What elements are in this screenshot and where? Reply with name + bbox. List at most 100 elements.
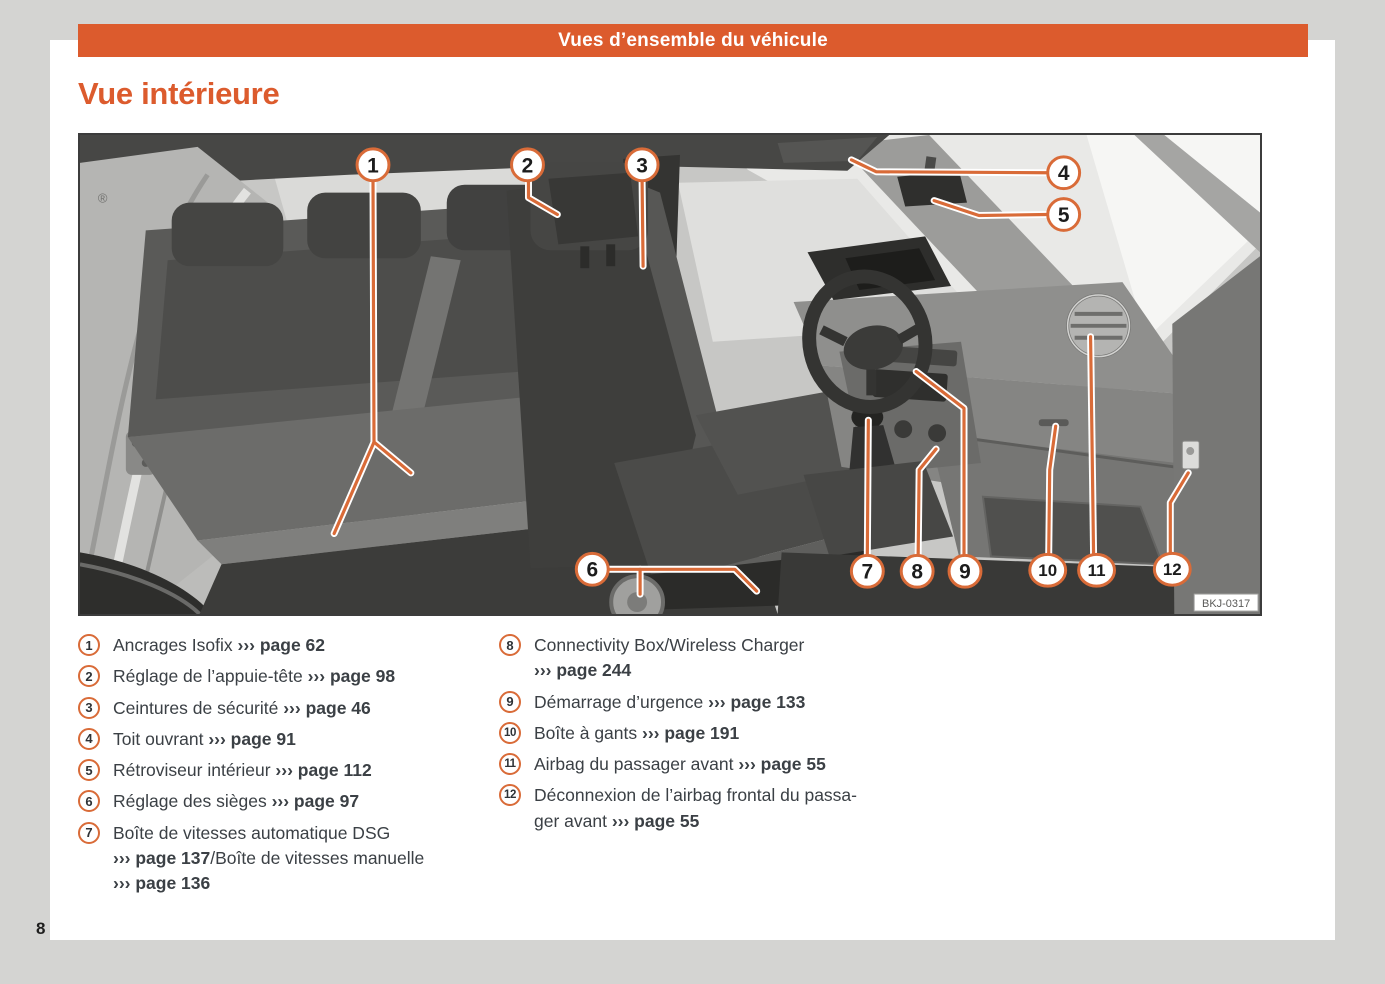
legend-text-line: Ceintures de sécurité ››› page 46: [113, 697, 371, 718]
legend-item-5: 5 Rétroviseur intérieur ››› page 112: [78, 758, 488, 783]
legend-item-number: 11: [499, 753, 521, 776]
leader-line: [914, 369, 966, 556]
legend-text-line: Réglage de l’appuie-tête ››› page 98: [113, 666, 396, 687]
callout-circle: [624, 147, 660, 183]
legend-item-number: 2: [78, 665, 100, 688]
callout-1: 1: [330, 147, 415, 537]
legend-item-4: 4 Toit ouvrant ››› page 91: [78, 727, 488, 752]
rear-headrest: [171, 202, 284, 267]
legend-text-line: Airbag du passager avant ››› page 55: [534, 754, 826, 775]
legend-item-7: 7 Boîte de vitesses automatique DSG ››› pa…: [78, 821, 488, 897]
legend-text-line: Toit ouvrant ››› page 91: [113, 728, 296, 749]
callout-circle: [355, 147, 391, 183]
leader-line: [607, 567, 759, 593]
front-floor: [777, 495, 1260, 614]
legend-item-3: 3 Ceintures de sécurité ››› page 46: [78, 696, 488, 721]
legend-item-number: 12: [499, 784, 521, 807]
callout-circle: [510, 147, 545, 183]
legend-item-number: 4: [78, 727, 100, 750]
legend-item-number: 9: [499, 690, 521, 713]
legend-item-8: 8 Connectivity Box/Wireless Charger ››› pa…: [499, 633, 939, 684]
callout-circle: [899, 553, 935, 589]
legend-item-number: 3: [78, 696, 100, 719]
callout-circle: [1152, 551, 1192, 587]
front-seat: [506, 162, 884, 614]
leader-line: [1088, 335, 1096, 555]
callout-number: 9: [959, 561, 971, 584]
callout-number: 3: [636, 154, 648, 177]
legend-text-line: Rétroviseur intérieur ››› page 112: [113, 760, 372, 781]
leader-line: [640, 179, 645, 268]
legend-item-number: 8: [499, 634, 521, 656]
legend-text-line: Réglage des sièges ››› page 97: [113, 791, 360, 812]
leader-line: [932, 198, 1049, 218]
callout-8: 8: [899, 445, 940, 589]
legend-item-number: 10: [499, 721, 521, 744]
leader-line: [849, 158, 1049, 175]
callout-circle: [1046, 155, 1082, 191]
callout-circle: [1046, 197, 1082, 232]
page-number: 8: [36, 919, 46, 938]
airbag-key-switch: [1181, 440, 1200, 470]
floor-mat: [982, 496, 1163, 565]
leader-line: [1168, 471, 1190, 554]
callout-circle: [1028, 552, 1068, 588]
leader-line: [1047, 424, 1058, 555]
callout-number: 11: [1088, 561, 1106, 580]
legend-text-line: ››› page 244: [534, 660, 632, 681]
door-window-frame: [1134, 135, 1260, 253]
callout-4: 4: [847, 155, 1082, 191]
callout-number: 5: [1058, 204, 1070, 227]
callout-number: 12: [1163, 560, 1182, 579]
legend-text-line: ››› page 136: [113, 873, 211, 894]
roof-headliner: [80, 135, 890, 197]
leader-line: [526, 179, 559, 217]
callout-number: 10: [1038, 561, 1057, 580]
callout-circle: [947, 553, 983, 589]
legend-item-2: 2 Réglage de l’appuie-tête ››› page 98: [78, 664, 488, 689]
callout-11: 11: [1077, 333, 1116, 588]
callout-number: 4: [1058, 162, 1070, 185]
chapter-title: Vues d’ensemble du véhicule: [558, 29, 828, 51]
glovebox-handle: [1038, 419, 1069, 427]
callout-12: 12: [1152, 469, 1192, 587]
callout-circle: [1077, 552, 1116, 588]
car-interior-illustration: ®: [80, 135, 1260, 614]
legend-item-number: 1: [78, 634, 100, 656]
figure-code-label: BKJ-0317: [1193, 593, 1259, 612]
legend-column-left: 1 Ancrages Isofix ››› page 62 2 Réglage de …: [78, 633, 488, 903]
callout-number: 8: [911, 561, 923, 584]
interior-view-figure: ®: [78, 133, 1262, 616]
legend-text-line: Connectivity Box/Wireless Charger: [534, 635, 805, 655]
leader-line: [916, 447, 938, 556]
callout-10: 10: [1028, 422, 1068, 588]
legend-item-12: 12 Déconnexion de l’airbag frontal du pas…: [499, 783, 939, 834]
leader-line: [372, 440, 413, 475]
callout-6: 6: [574, 551, 761, 598]
figure-code-text: BKJ-0317: [1202, 598, 1250, 610]
legend-text-line: ››› page 137/Boîte de vitesses manuelle: [113, 848, 425, 869]
legend-column-right: 8 Connectivity Box/Wireless Charger ››› pa…: [499, 633, 939, 840]
callout-3: 3: [624, 147, 660, 270]
legend-item-number: 6: [78, 790, 100, 813]
legend-text-line: Démarrage d’urgence ››› page 133: [534, 691, 806, 712]
legend-item-number: 7: [78, 821, 100, 844]
callout-9: 9: [912, 368, 983, 589]
callout-number: 1: [367, 154, 379, 177]
callout-circle: [574, 551, 610, 587]
legend-text-line: Ancrages Isofix ››› page 62: [113, 635, 326, 655]
legend-item-1: 1 Ancrages Isofix ››› page 62: [78, 633, 488, 658]
callout-number: 7: [862, 561, 874, 584]
legend-item-6: 6 Réglage des sièges ››› page 97: [78, 789, 488, 814]
legend-text-line: Déconnexion de l’airbag frontal du passa…: [534, 785, 857, 806]
page-title: Vue intérieure: [78, 76, 280, 111]
legend-item-number: 5: [78, 759, 100, 782]
chapter-header-bar: Vues d’ensemble du véhicule: [78, 24, 1308, 57]
right-door: [1172, 256, 1260, 614]
callout-5: 5: [930, 197, 1082, 232]
legend-text-line: Boîte de vitesses automatique DSG: [113, 822, 391, 843]
leader-line: [865, 418, 870, 556]
legend-item-11: 11 Airbag du passager avant ››› page 55: [499, 752, 939, 777]
